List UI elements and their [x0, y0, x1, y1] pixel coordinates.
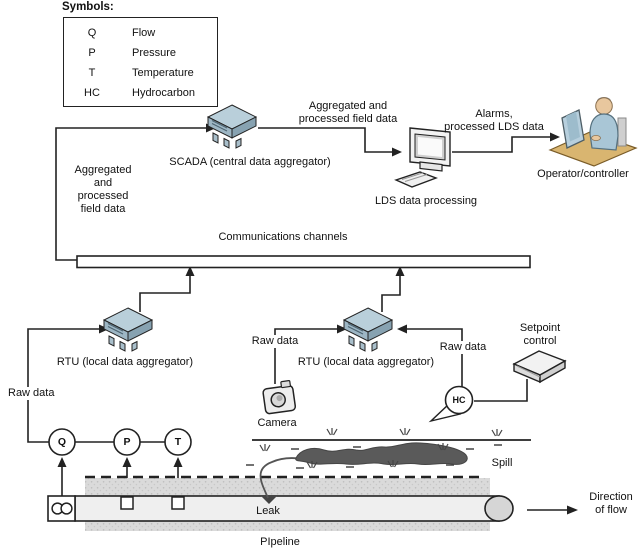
legend-meaning: Pressure — [132, 47, 177, 59]
legend-box: Q Flow P Pressure T Temperature HC Hydro… — [63, 17, 218, 107]
arrow-t — [173, 457, 183, 467]
direction-of-flow-label: Direction of flow — [589, 491, 633, 516]
legend-title: Symbols: — [62, 1, 114, 13]
flow-sensor-icon — [48, 428, 76, 456]
arrow-rtu1-comms — [185, 266, 195, 276]
leak-plume — [259, 457, 300, 499]
raw-data-hc-label: Raw data — [437, 341, 489, 354]
camera-label: Camera — [257, 417, 297, 429]
aggregated-data-left-label: Aggregated and processed field data — [74, 164, 132, 215]
pipeline-body — [74, 495, 500, 522]
legend-meaning: Hydrocarbon — [132, 87, 195, 99]
link-camera-to-rtu2 — [274, 328, 340, 384]
rtu1-device-icon — [103, 307, 153, 352]
setpoint-label: Setpoint control — [519, 322, 561, 347]
pipeline-label: PIpeline — [260, 536, 300, 548]
operator-person-icon — [548, 97, 638, 167]
pressure-sensor-icon — [113, 428, 141, 456]
arrow-p — [122, 457, 132, 467]
scada-device-icon — [207, 104, 257, 149]
scada-label: SCADA (central data aggregator) — [169, 156, 331, 168]
camera-icon — [262, 380, 297, 415]
arrow-rtu2-comms — [395, 266, 405, 276]
raw-data-camera-label: Raw data — [249, 335, 301, 348]
leak-label: Leak — [256, 505, 280, 517]
arrow-into-operator — [550, 132, 560, 142]
operator-label: Operator/controller — [537, 168, 629, 180]
legend-row-temperature: T Temperature — [64, 63, 217, 83]
temperature-sensor-icon — [164, 428, 192, 456]
rtu2-device-icon — [343, 307, 393, 352]
temperature-sensor-letter: T — [174, 436, 182, 448]
link-scada-to-lds — [258, 127, 398, 153]
leak-point-icon — [261, 496, 277, 504]
legend-symbol: HC — [84, 87, 100, 99]
legend-symbol: P — [88, 47, 96, 59]
pipeline-end-cap — [484, 495, 514, 522]
legend-row-pressure: P Pressure — [64, 43, 217, 63]
flow-sensor-letter: Q — [57, 436, 67, 448]
link-hc-to-rtu2 — [406, 328, 463, 387]
field-scene — [47, 427, 531, 531]
link-rtu1-to-comms — [139, 271, 191, 312]
pressure-tap-icon — [120, 496, 134, 510]
link-scada-to-comms — [55, 127, 212, 261]
legend-row-flow: Q Flow — [64, 23, 217, 43]
hc-sensor-letter: HC — [452, 395, 466, 405]
arrow-into-lds — [392, 147, 402, 157]
arrow-direction — [567, 505, 578, 515]
aggregated-data-top-label: Aggregated and processed field data — [298, 100, 398, 125]
flow-meter-icon — [47, 495, 76, 522]
hc-sensor-icon — [428, 385, 474, 423]
raw-data-rtu1-label: Raw data — [6, 387, 57, 400]
lds-computer-icon — [394, 127, 451, 188]
legend-meaning: Temperature — [132, 67, 194, 79]
spill-label: Spill — [491, 457, 513, 469]
legend-symbol: T — [88, 67, 96, 79]
link-lds-to-operator — [452, 136, 556, 153]
arrow-hc-rtu2 — [397, 324, 407, 334]
spill-blob — [295, 442, 468, 466]
alarms-label: Alarms, processed LDS data — [444, 108, 544, 133]
arrow-q — [57, 457, 67, 467]
legend-row-hydrocarbon: HC Hydrocarbon — [64, 83, 217, 103]
rtu1-label: RTU (local data aggregator) — [56, 356, 194, 368]
link-hc-to-setpoint — [474, 379, 528, 402]
rtu2-label: RTU (local data aggregator) — [297, 356, 435, 368]
link-rtu2-to-comms — [381, 271, 401, 312]
legend-symbol: Q — [87, 27, 97, 39]
temperature-tap-icon — [171, 496, 185, 510]
pressure-sensor-letter: P — [123, 436, 131, 448]
legend-meaning: Flow — [132, 27, 156, 39]
communications-label: Communications channels — [218, 231, 348, 243]
communications-bus-bar — [76, 255, 531, 269]
arrow-camera-rtu2 — [337, 324, 347, 334]
lds-label: LDS data processing — [374, 195, 478, 207]
setpoint-control-icon — [512, 350, 567, 384]
link-sensors-to-rtu1 — [27, 328, 101, 443]
